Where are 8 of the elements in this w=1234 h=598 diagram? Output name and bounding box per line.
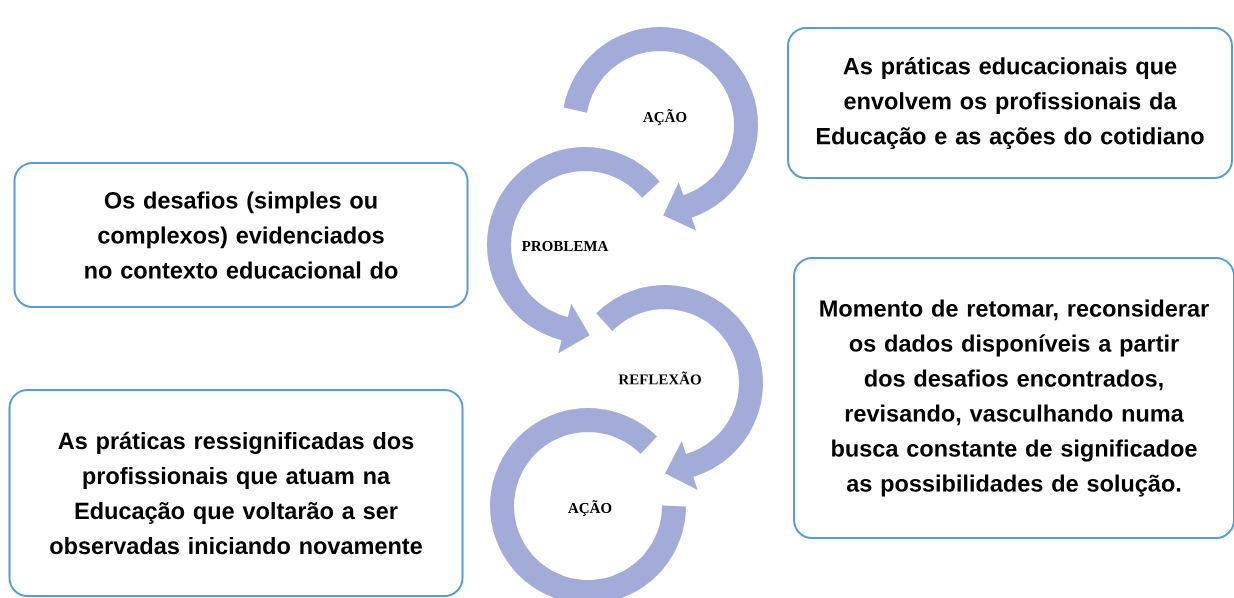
text-box: As práticas educacionais que envolvem os profissionais da Educação e as ações do cotidiano (787, 27, 1233, 179)
stage-label: AÇÃO (568, 500, 612, 516)
stage-label: REFLEXÃO (618, 371, 701, 385)
text-box: Momento de retomar, reconsiderar os dados disponíveis a partir dos desafios encontrados, revisando, vasculhando numa busca constante de significadoe as possibilidades de solução. (793, 257, 1234, 539)
text-box: As práticas ressignificadas dos profissionais que atuam na Educação que voltarão a ser observadas iniciando novamente (8, 389, 464, 597)
text-box: Os desafios (simples ou complexos) evidenciados no contexto educacional do (13, 162, 469, 308)
stage-label: PROBLEMA (521, 240, 609, 252)
stage-label: AÇÃO (643, 109, 687, 125)
